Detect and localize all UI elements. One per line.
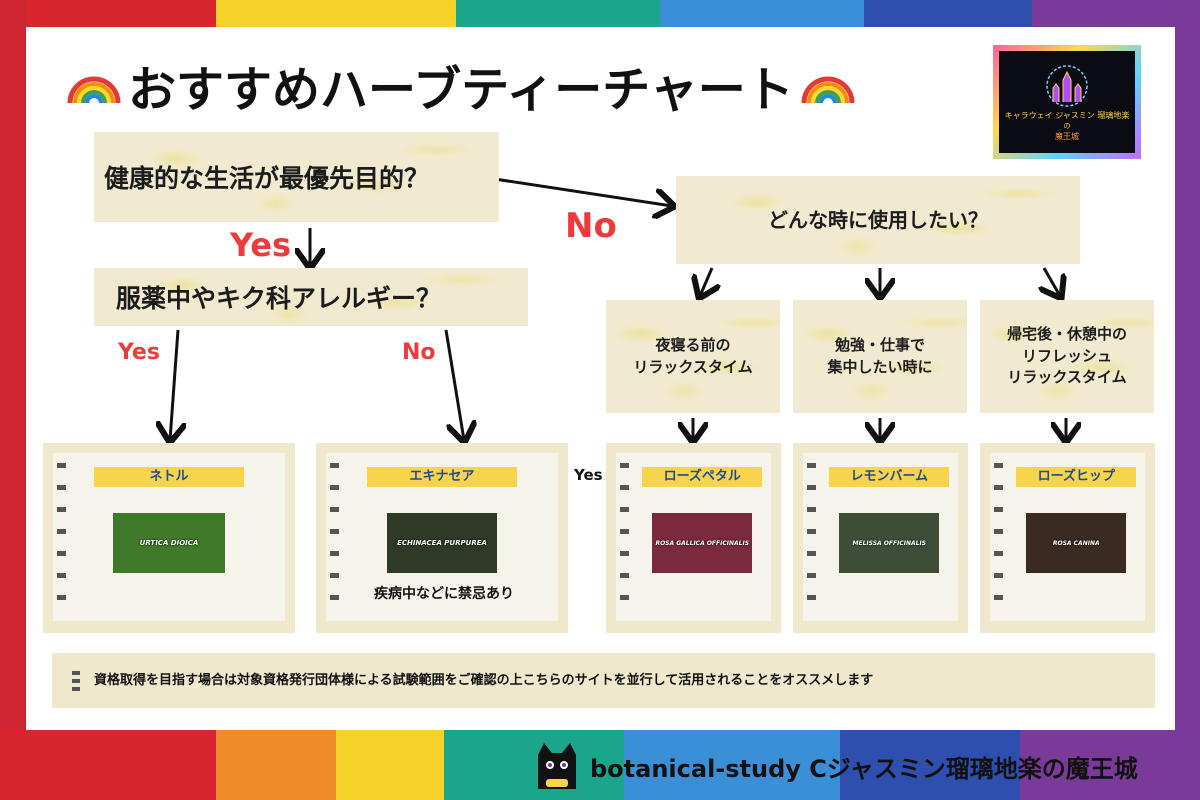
herb-name: ローズペタル (642, 467, 763, 487)
logo-text: 魔王城 (1055, 132, 1079, 141)
label-no: No (402, 340, 436, 365)
situation-text: 夜寝る前の リラックスタイム (633, 335, 753, 376)
herb-photo: ROSA GALLICA OFFICINALIS (652, 513, 753, 573)
herb-latin: ROSA GALLICA OFFICINALIS (655, 539, 750, 547)
herb-card-rose-petal: ローズペタル ROSA GALLICA OFFICINALIS (606, 443, 781, 633)
label-yes: Yes (118, 340, 160, 365)
rainbow-band-right (1175, 0, 1200, 800)
herb-photo: URTICA DIOICA (113, 513, 225, 573)
situation-refresh: 帰宅後・休憩中の リフレッシュ リラックスタイム (980, 300, 1154, 413)
herb-latin: ECHINACEA PURPUREA (397, 539, 487, 547)
label-no: No (565, 206, 617, 246)
question-medication: 服薬中やキク科アレルギー？ (94, 268, 528, 326)
situation-bedtime: 夜寝る前の リラックスタイム (606, 300, 780, 413)
question-usage: どんな時に使用したい？ (676, 176, 1080, 264)
title-row: おすすめハーブティーチャート (66, 50, 946, 120)
question-text: 服薬中やキク科アレルギー？ (116, 284, 442, 313)
cat-icon (538, 743, 576, 789)
rainbow-icon (801, 76, 855, 104)
herb-card-rose-hip: ローズヒップ ROSA CANINA (980, 443, 1155, 633)
credit-row: botanical-study Cジャスミン瑠璃地楽の魔王城 (530, 736, 1138, 796)
herb-card-echinacea: エキナセア ECHINACEA PURPUREA 疾病中などに禁忌あり (316, 443, 568, 633)
label-yes: Yes (230, 226, 291, 264)
question-text: どんな時に使用したい？ (768, 207, 988, 232)
herb-photo: ECHINACEA PURPUREA (387, 513, 497, 573)
herb-latin: URTICA DIOICA (139, 539, 199, 547)
rainbow-icon (67, 76, 121, 104)
herb-name: エキナセア (367, 467, 517, 487)
footer-note-text: 資格取得を目指す場合は対象資格発行団体様による試験範囲をご確認の上こちらのサイト… (94, 673, 874, 688)
credit-text: botanical-study Cジャスミン瑠璃地楽の魔王城 (590, 754, 1138, 783)
herb-name: ローズヒップ (1016, 467, 1137, 487)
situation-focus: 勉強・仕事で 集中したい時に (793, 300, 967, 413)
herb-card-nettle: ネトル URTICA DIOICA (43, 443, 295, 633)
situation-text: 帰宅後・休憩中の リフレッシュ リラックスタイム (1006, 324, 1127, 387)
question-health: 健康的な生活が最優先目的？ (94, 132, 499, 222)
herb-warning-note: 疾病中などに禁忌あり (374, 583, 514, 603)
logo-text: キャラウェイ ジャスミン 瑠璃地楽 (1004, 111, 1130, 120)
herb-card-lemon-balm: レモンバーム MELISSA OFFICINALIS (793, 443, 968, 633)
herb-photo: ROSA CANINA (1026, 513, 1127, 573)
herb-latin: MELISSA OFFICINALIS (852, 539, 927, 547)
rainbow-band-left (0, 0, 26, 800)
label-yes: Yes (574, 466, 603, 484)
castle-logo: キャラウェイ ジャスミン 瑠璃地楽 の 魔王城 (993, 45, 1141, 159)
herb-latin: ROSA CANINA (1052, 539, 1100, 547)
herb-name: ネトル (94, 467, 244, 487)
footer-note-box: 資格取得を目指す場合は対象資格発行団体様による試験範囲をご確認の上こちらのサイト… (52, 653, 1155, 708)
herb-photo: MELISSA OFFICINALIS (839, 513, 940, 573)
situation-text: 勉強・仕事で 集中したい時に (827, 335, 933, 376)
logo-text: の (1063, 122, 1071, 130)
castle-logo-icon (1046, 65, 1088, 107)
rainbow-band-top (0, 0, 1200, 30)
question-text: 健康的な生活が最優先目的？ (104, 164, 430, 193)
rainbow-band-bottom (0, 730, 1200, 800)
page-title: おすすめハーブティーチャート (128, 62, 794, 118)
herb-name: レモンバーム (829, 467, 950, 487)
